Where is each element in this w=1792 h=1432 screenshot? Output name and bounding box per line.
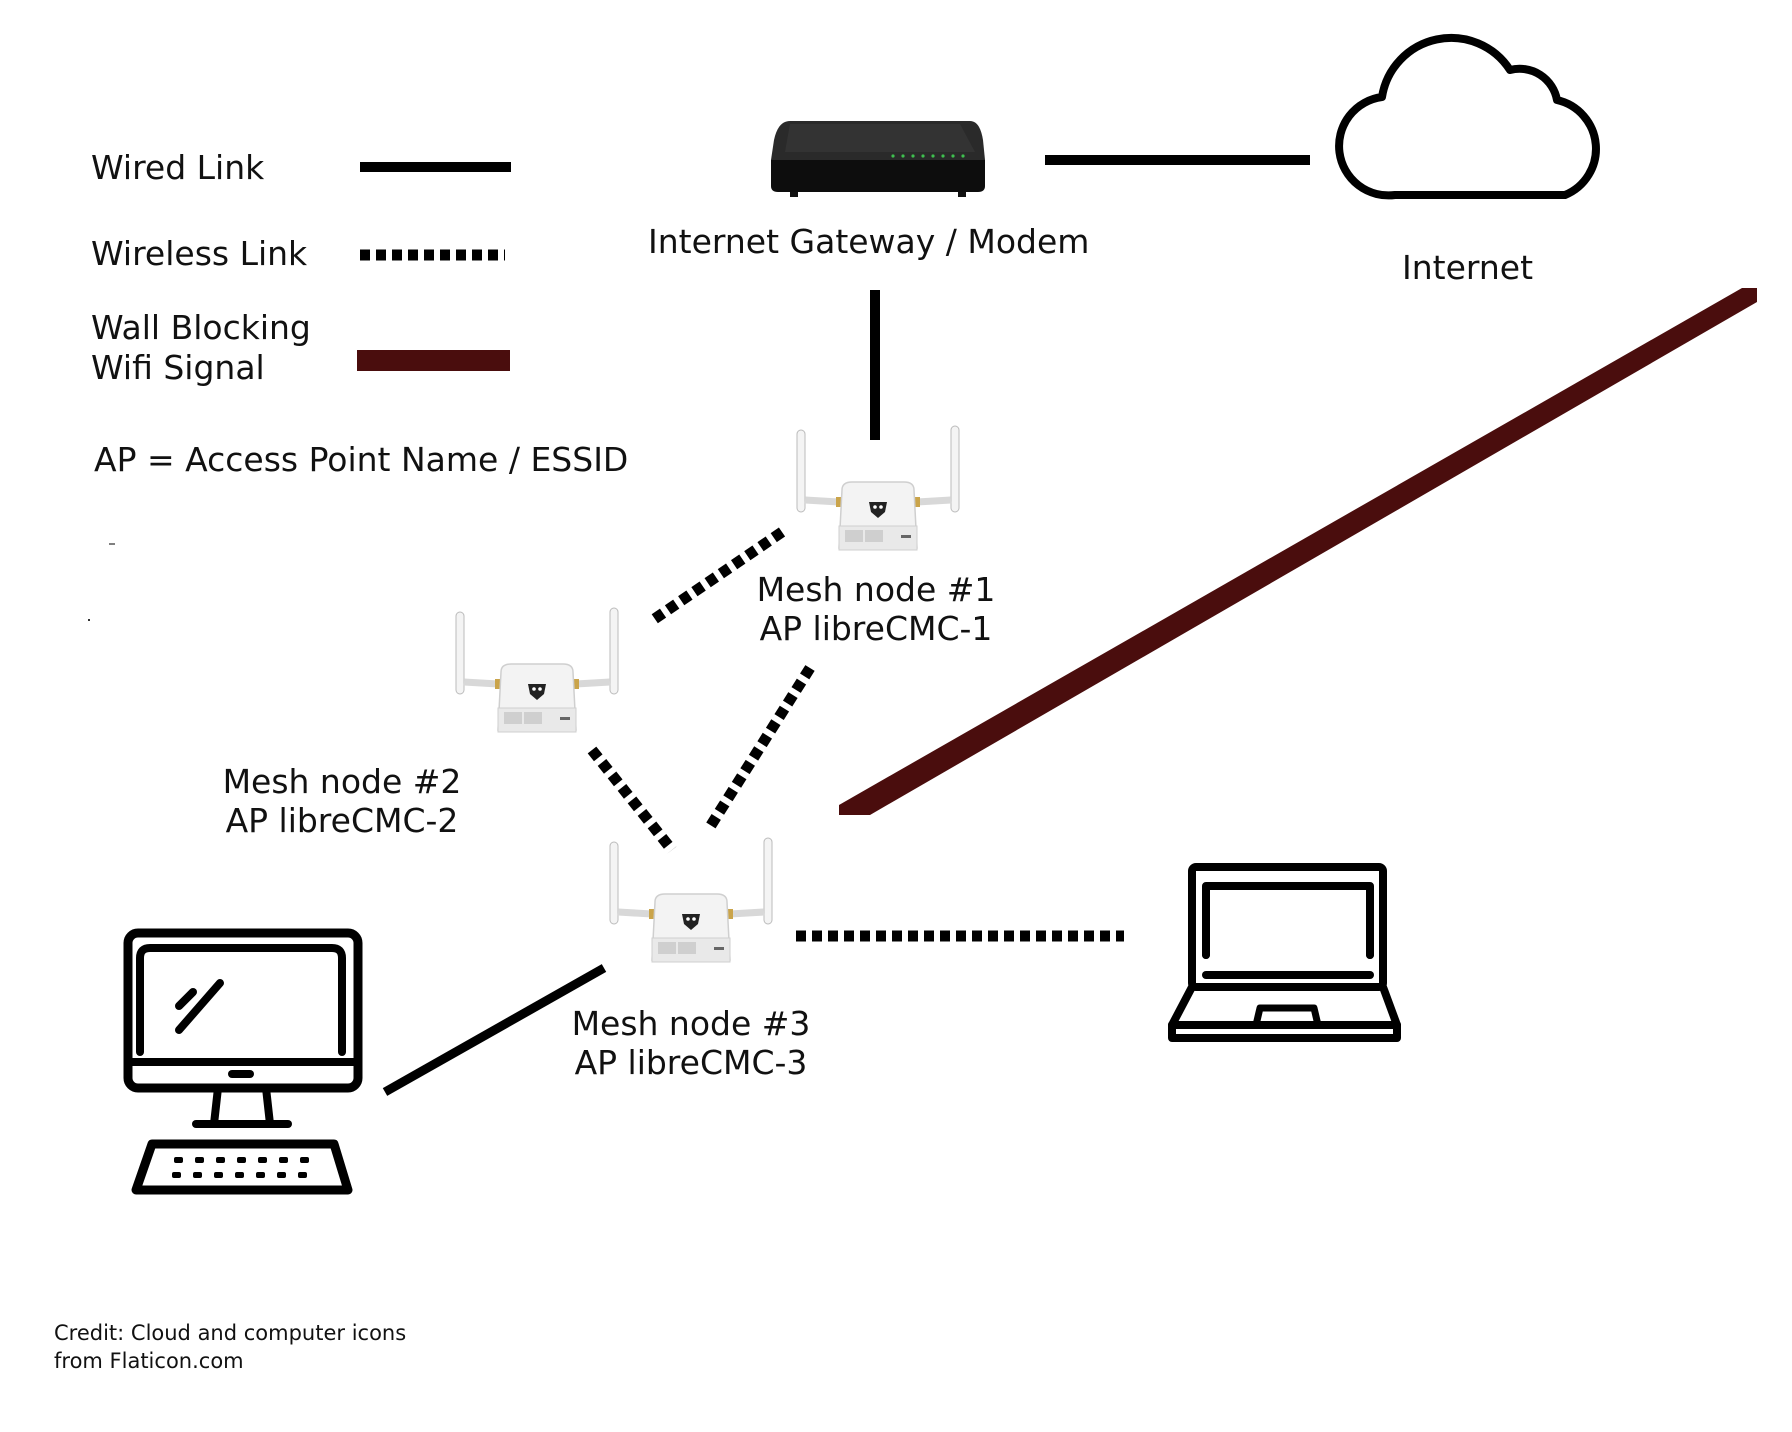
mesh-node-2-label: Mesh node #2 AP libreCMC-2 [222,762,462,840]
wireless-link-node2-node3 [587,746,677,854]
wireless-link-node1-node2 [646,527,786,627]
wireless-link-node1-node3 [703,665,815,833]
legend-wall-label-line1: Wall Blocking [91,308,311,347]
legend-wall-label-line2: Wifi Signal [91,348,265,387]
mesh-node-2-title: Mesh node #2 [222,762,462,801]
mesh-node-1-ap: AP libreCMC-1 [759,609,993,648]
mesh-node-2-ap: AP libreCMC-2 [225,801,459,840]
keyboard-keys [172,1157,309,1178]
wired-link-node3-desktop [382,964,607,1096]
legend-wired-label: Wired Link [91,148,265,187]
modem-icon [771,121,985,197]
router-icon [456,608,618,732]
gateway-label: Internet Gateway / Modem [648,222,1090,261]
cloud-icon [1335,33,1600,200]
legend-wall-sample [357,350,510,371]
laptop-icon [1168,863,1401,1042]
mesh-node-3-label: Mesh node #3 AP libreCMC-3 [571,1004,811,1082]
desktop-computer-icon [123,928,363,1195]
mesh-node-1-title: Mesh node #1 [756,570,996,609]
credit-line-1: Credit: Cloud and computer icons [54,1321,407,1345]
internet-label: Internet [1402,248,1534,287]
ap-note: AP = Access Point Name / ESSID [94,440,629,479]
mesh-node-3-title: Mesh node #3 [571,1004,811,1043]
router-icon [610,838,772,962]
router-icon [797,426,959,550]
wall-blocking-signal [839,288,1757,815]
credit-line-2: from Flaticon.com [54,1349,244,1373]
legend-wireless-label: Wireless Link [91,234,308,273]
mesh-node-3-ap: AP libreCMC-3 [574,1043,808,1082]
mesh-node-1-label: Mesh node #1 AP libreCMC-1 [756,570,996,648]
